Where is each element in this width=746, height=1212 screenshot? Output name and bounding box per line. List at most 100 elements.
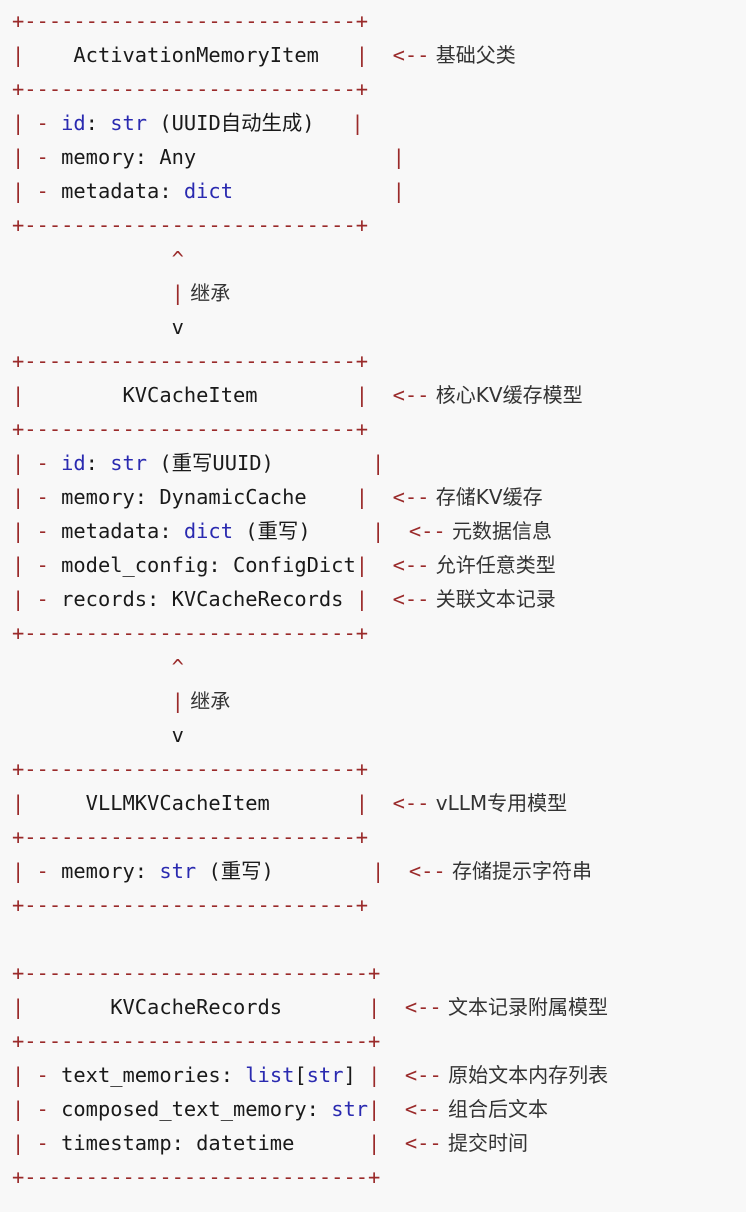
- diagram-token: | <--: [355, 587, 430, 611]
- diagram-line: | - timestamp: datetime | <-- 提交时间: [12, 1126, 742, 1160]
- diagram-token: +----------------------------+: [12, 1165, 381, 1189]
- diagram-line: +---------------------------+: [12, 412, 742, 446]
- diagram-token: str: [110, 111, 148, 135]
- diagram-line: +---------------------------+: [12, 888, 742, 922]
- diagram-line: | KVCacheRecords | <-- 文本记录附属模型: [12, 990, 742, 1024]
- diagram-line: | - memory: str (重写) | <-- 存储提示字符串: [12, 854, 742, 888]
- diagram-token: metadata:: [61, 179, 184, 203]
- diagram-token: | <--: [371, 519, 446, 543]
- diagram-token: str: [331, 1097, 369, 1121]
- diagram-token: | -: [12, 587, 62, 611]
- diagram-token: 原始文本内存列表: [441, 1063, 609, 1087]
- diagram-line: +---------------------------+: [12, 344, 742, 378]
- diagram-token: VLLMKVCacheItem: [85, 791, 270, 815]
- diagram-line: | 继承: [12, 684, 742, 718]
- diagram-token: v: [12, 723, 184, 747]
- diagram-line: +----------------------------+: [12, 1024, 742, 1058]
- diagram-token: |: [12, 791, 86, 815]
- diagram-line: | - id: str (UUID自动生成) |: [12, 106, 742, 140]
- diagram-line: +---------------------------+: [12, 752, 742, 786]
- diagram-token: (重写): [232, 519, 372, 543]
- diagram-token: 允许任意类型: [429, 553, 556, 577]
- diagram-line: | - model_config: ConfigDict| <-- 允许任意类型: [12, 548, 742, 582]
- diagram-token: id: [61, 451, 86, 475]
- diagram-line: | KVCacheItem | <-- 核心KV缓存模型: [12, 378, 742, 412]
- diagram-token: | <--: [282, 995, 442, 1019]
- diagram-token: str: [306, 1063, 344, 1087]
- diagram-token: 元数据信息: [445, 519, 553, 543]
- diagram-token: 文本记录附属模型: [441, 995, 609, 1019]
- diagram-token: |: [392, 145, 405, 169]
- diagram-token: | <--: [269, 791, 430, 815]
- diagram-token: 核心KV缓存模型: [429, 383, 583, 407]
- diagram-token: memory: DynamicCache: [61, 485, 356, 509]
- diagram-token: |: [12, 383, 123, 407]
- diagram-token: 存储KV缓存: [429, 485, 543, 509]
- diagram-token: +---------------------------+: [12, 77, 369, 101]
- diagram-token: metadata:: [61, 519, 184, 543]
- diagram-token: :: [85, 451, 111, 475]
- diagram-line: | - metadata: dict |: [12, 174, 742, 208]
- diagram-token: KVCacheItem: [122, 383, 258, 407]
- diagram-token: composed_text_memory:: [61, 1097, 332, 1121]
- diagram-token: 组合后文本: [441, 1097, 549, 1121]
- diagram-token: str: [159, 859, 197, 883]
- diagram-token: text_memories:: [61, 1063, 246, 1087]
- diagram-token: :: [85, 111, 111, 135]
- diagram-token: | -: [12, 111, 62, 135]
- diagram-line: +---------------------------+: [12, 72, 742, 106]
- diagram-token: |: [12, 995, 111, 1019]
- diagram-token: +---------------------------+: [12, 349, 369, 373]
- diagram-token: |: [12, 689, 184, 713]
- diagram-token: records: KVCacheRecords: [61, 587, 356, 611]
- diagram-line: [12, 922, 742, 956]
- diagram-token: | -: [12, 519, 62, 543]
- diagram-token: (UUID自动生成): [147, 111, 352, 135]
- diagram-token: | -: [12, 1131, 62, 1155]
- diagram-line: +---------------------------+: [12, 616, 742, 650]
- diagram-line: | ActivationMemoryItem | <-- 基础父类: [12, 38, 742, 72]
- diagram-token: vLLM专用模型: [429, 791, 568, 815]
- diagram-line: v: [12, 718, 742, 752]
- diagram-line: | - memory: Any |: [12, 140, 742, 174]
- diagram-token: v: [12, 315, 184, 339]
- diagram-token: ActivationMemoryItem: [73, 43, 319, 67]
- diagram-token: memory:: [61, 859, 160, 883]
- diagram-token: ^: [12, 247, 184, 271]
- diagram-token: | -: [12, 1097, 62, 1121]
- diagram-token: dict: [183, 519, 233, 543]
- diagram-token: +---------------------------+: [12, 893, 369, 917]
- diagram-token: list: [245, 1063, 295, 1087]
- diagram-token: |: [12, 43, 74, 67]
- diagram-line: | - id: str (重写UUID) |: [12, 446, 742, 480]
- diagram-line: v: [12, 310, 742, 344]
- diagram-token: | -: [12, 145, 62, 169]
- diagram-token: (重写UUID): [147, 451, 373, 475]
- diagram-token: +---------------------------+: [12, 213, 369, 237]
- diagram-token: | <--: [355, 485, 430, 509]
- diagram-token: | <--: [355, 553, 430, 577]
- diagram-token: KVCacheRecords: [110, 995, 283, 1019]
- diagram-token: (重写): [196, 859, 372, 883]
- diagram-token: 继承: [183, 689, 231, 713]
- diagram-token: | <--: [372, 859, 446, 883]
- diagram-line: ^: [12, 650, 742, 684]
- diagram-token: 基础父类: [429, 43, 516, 67]
- diagram-token: +---------------------------+: [12, 825, 369, 849]
- diagram-token: +----------------------------+: [12, 1029, 381, 1053]
- diagram-token: | -: [12, 859, 62, 883]
- diagram-token: | <--: [368, 1063, 442, 1087]
- diagram-line: ^: [12, 242, 742, 276]
- diagram-line: | - metadata: dict (重写) | <-- 元数据信息: [12, 514, 742, 548]
- diagram-token: id: [61, 111, 86, 135]
- diagram-line: | - records: KVCacheRecords | <-- 关联文本记录: [12, 582, 742, 616]
- diagram-token: 存储提示字符串: [445, 859, 593, 883]
- diagram-line: +---------------------------+: [12, 4, 742, 38]
- diagram-token: | -: [12, 451, 62, 475]
- diagram-token: dict: [183, 179, 233, 203]
- diagram-line: | 继承: [12, 276, 742, 310]
- diagram-token: |: [392, 179, 405, 203]
- diagram-token: [: [294, 1063, 307, 1087]
- diagram-token: 关联文本记录: [429, 587, 556, 611]
- diagram-token: ]: [343, 1063, 369, 1087]
